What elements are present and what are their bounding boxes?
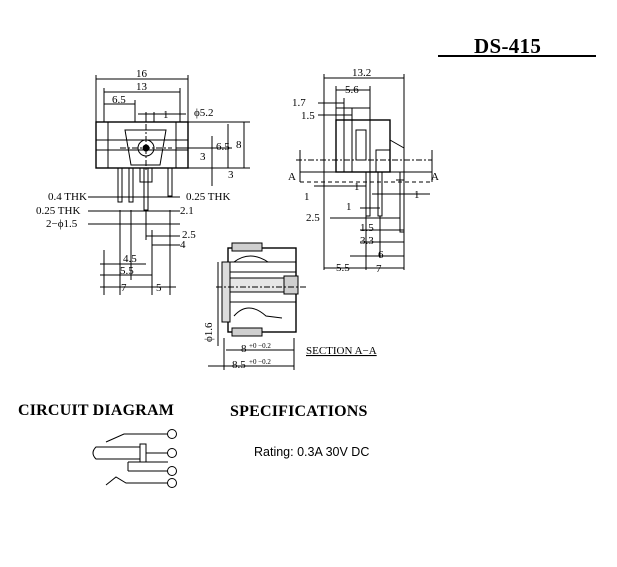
dim-2-5: 2.5 [182,229,196,241]
dim-1-bottom: 1 [346,201,352,213]
dim-5: 5 [156,282,162,294]
title-underline [438,55,596,57]
dim-8-section: 8 [241,343,247,355]
dimension-labels: 16 13 6.5 1 ϕ5.2 3 6.5 8 3 0.4 THK 0.25 … [36,67,439,371]
dim-5-5-side: 5.5 [336,262,350,274]
section-view [208,242,306,370]
dim-5-6: 5.6 [345,84,359,96]
dim-6-5: 6.5 [112,94,126,106]
circuit-diagram-symbol [92,429,177,488]
dim-phi-5-2: ϕ5.2 [194,107,214,119]
dim-8: 8 [236,139,242,151]
dim-phi-1-6: ϕ1.6 [203,322,215,342]
dim-8-tolerance: +0 −0.2 [249,342,271,350]
dim-2-1: 2.1 [180,205,194,217]
dim-3b: 3 [228,169,234,181]
circuit-diagram-heading: CIRCUIT DIAGRAM [18,402,175,419]
section-mark-a-left: A [288,171,296,183]
dim-6-5v: 6.5 [216,141,230,153]
dim-7: 7 [121,282,127,294]
dim-8-5: 8.5 [232,359,246,371]
dim-thk-0-25-right: 0.25 THK [186,191,230,203]
dim-3a: 3 [200,151,206,163]
dim-2-5-side: 2.5 [306,212,320,224]
dim-13: 13 [136,81,148,93]
dim-4-5: 4.5 [123,253,137,265]
dim-5-5: 5.5 [120,265,134,277]
dim-6: 6 [378,249,384,261]
dim-1-7: 1.7 [292,97,306,109]
dim-7-side: 7 [376,263,382,275]
dim-16: 16 [136,68,148,80]
dim-1-left: 1 [304,191,310,203]
dim-4: 4 [180,239,186,251]
dim-13-2: 13.2 [352,67,371,79]
dim-8-5-tolerance: +0 −0.2 [249,358,271,366]
dim-1-5: 1.5 [301,110,315,122]
dim-1-center: 1 [354,181,360,193]
part-number-title: DS-415 [474,34,542,58]
side-view [296,74,433,270]
dim-1: 1 [163,109,169,121]
specifications-heading: SPECIFICATIONS [230,403,368,420]
dim-thk-0-25-left: 0.25 THK [36,205,80,217]
dim-1-5-side: 1.5 [360,222,374,234]
dim-1-right: 1 [414,189,420,201]
dim-thk-0-4: 0.4 THK [48,191,87,203]
front-view [88,75,250,295]
dim-phi-1-5: 2−ϕ1.5 [46,218,78,230]
rating-text: Rating: 0.3A 30V DC [254,445,370,459]
section-mark-a-right: A [431,171,439,183]
dim-3-3: 3.3 [360,235,374,247]
section-label: SECTION A−A [306,345,377,357]
